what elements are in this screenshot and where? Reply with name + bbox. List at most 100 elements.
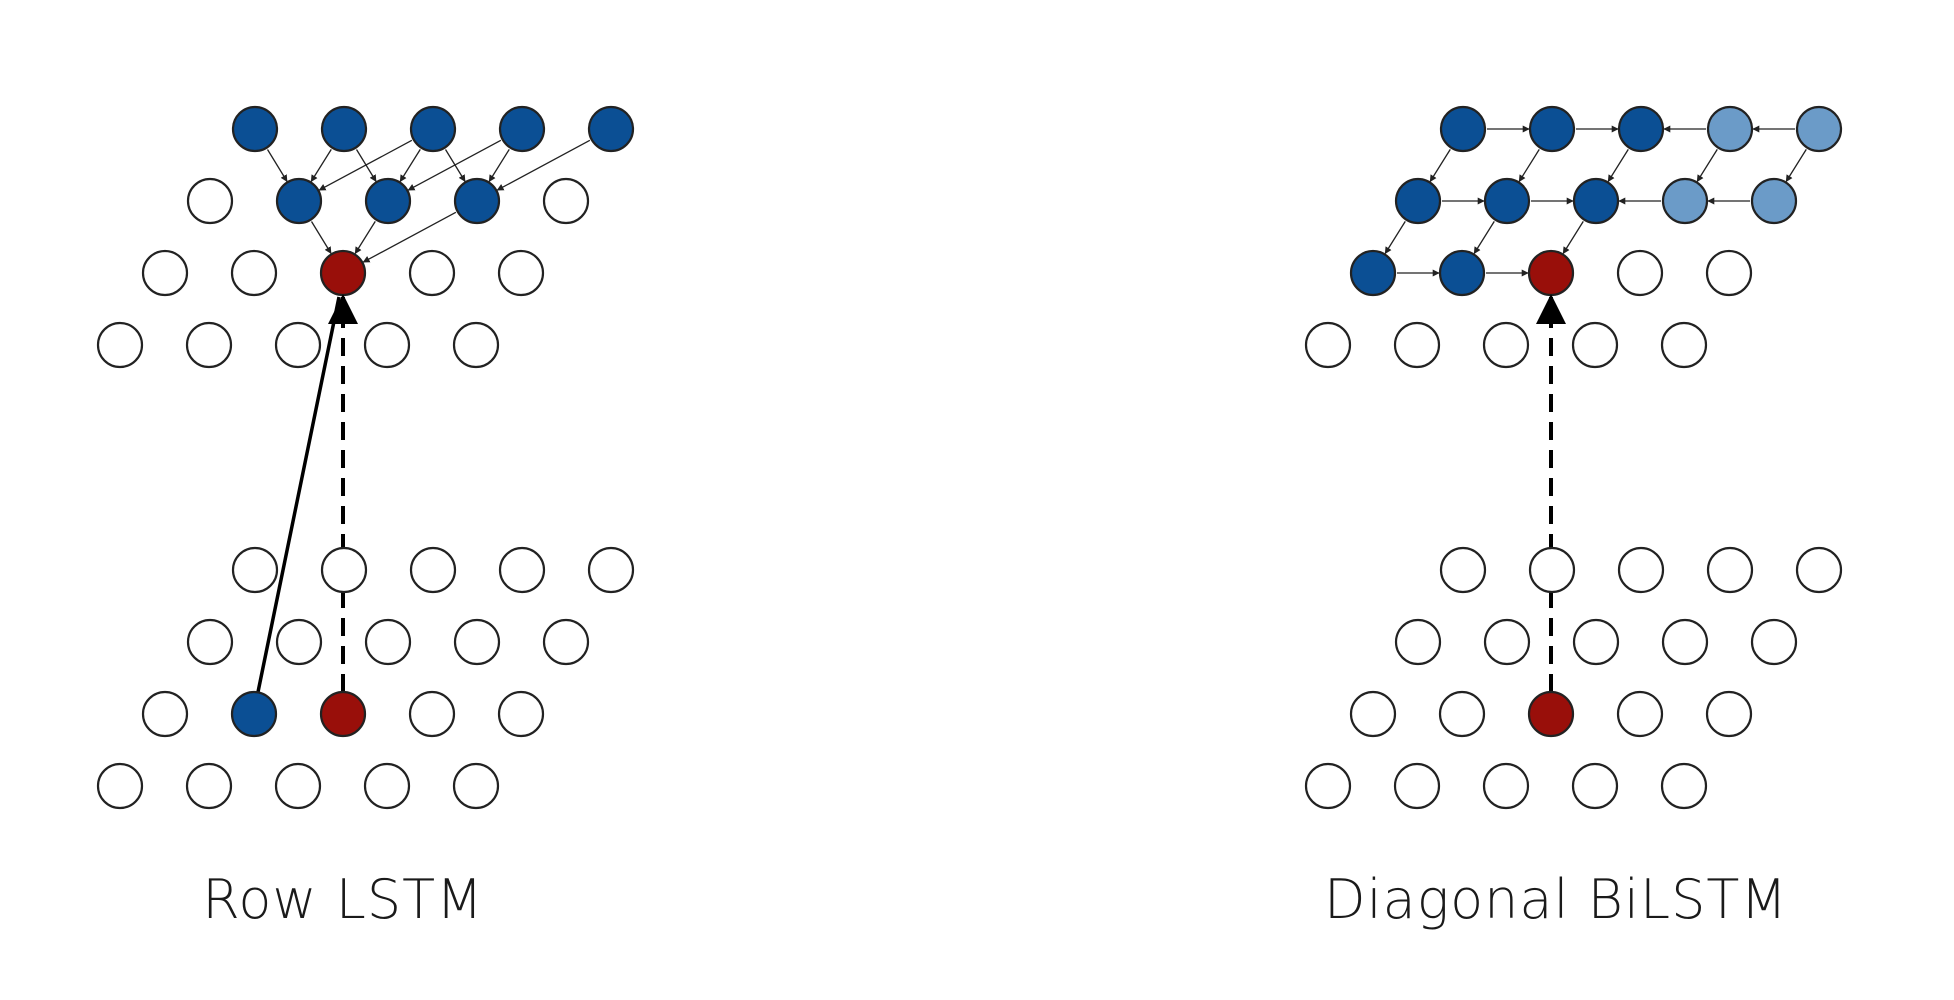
context-arrow bbox=[318, 139, 413, 191]
grid-node bbox=[274, 762, 322, 810]
grid-node bbox=[274, 321, 322, 369]
grid-node bbox=[453, 177, 501, 225]
context-arrow bbox=[354, 221, 376, 255]
grid-node bbox=[364, 177, 412, 225]
grid-node bbox=[1483, 177, 1531, 225]
grid-node bbox=[409, 105, 457, 153]
grid-node bbox=[1661, 177, 1709, 225]
grid-node bbox=[1617, 546, 1665, 594]
grid-node bbox=[1572, 177, 1620, 225]
grid-node bbox=[96, 321, 144, 369]
grid-node bbox=[498, 546, 546, 594]
current-pixel-node bbox=[1527, 249, 1575, 297]
grid-node bbox=[1705, 690, 1753, 738]
grid-node bbox=[452, 321, 500, 369]
grid-node bbox=[141, 690, 189, 738]
diagonal-bilstm-diagram bbox=[1304, 105, 1843, 810]
grid-node bbox=[1750, 618, 1798, 666]
grid-node bbox=[96, 762, 144, 810]
grid-node bbox=[1394, 177, 1442, 225]
row-lstm-caption: Row LSTM bbox=[202, 868, 484, 931]
grid-node bbox=[1572, 618, 1620, 666]
grid-node bbox=[1795, 105, 1843, 153]
context-arrow bbox=[310, 221, 332, 254]
grid-node bbox=[1706, 105, 1754, 153]
recurrence-arrow bbox=[1562, 221, 1584, 255]
grid-node bbox=[141, 249, 189, 297]
grid-node bbox=[1482, 321, 1530, 369]
grid-node bbox=[363, 762, 411, 810]
grid-node bbox=[1705, 249, 1753, 297]
grid-node bbox=[542, 618, 590, 666]
grid-node bbox=[231, 105, 279, 153]
grid-node bbox=[231, 546, 279, 594]
recurrence-arrow bbox=[1518, 149, 1540, 183]
grid-node bbox=[1795, 546, 1843, 594]
grid-node bbox=[497, 690, 545, 738]
grid-node bbox=[1571, 321, 1619, 369]
context-arrow bbox=[488, 149, 510, 183]
grid-node bbox=[1304, 762, 1352, 810]
grid-node bbox=[185, 762, 233, 810]
grid-node bbox=[1528, 546, 1576, 594]
grid-node bbox=[275, 177, 323, 225]
grid-node bbox=[452, 762, 500, 810]
grid-node bbox=[1393, 762, 1441, 810]
grid-node bbox=[1439, 105, 1487, 153]
grid-node bbox=[1616, 690, 1664, 738]
recurrence-arrow bbox=[1473, 221, 1495, 255]
grid-node bbox=[1304, 321, 1352, 369]
context-arrow bbox=[266, 149, 288, 182]
grid-node bbox=[587, 546, 635, 594]
recurrence-arrow bbox=[1607, 149, 1629, 183]
current-pixel-node bbox=[319, 249, 367, 297]
grid-node bbox=[186, 618, 234, 666]
grid-node bbox=[498, 105, 546, 153]
grid-node bbox=[1706, 546, 1754, 594]
grid-node bbox=[185, 321, 233, 369]
grid-node bbox=[1617, 105, 1665, 153]
grid-node bbox=[1750, 177, 1798, 225]
grid-node bbox=[1482, 762, 1530, 810]
grid-node bbox=[1394, 618, 1442, 666]
grid-node bbox=[1483, 618, 1531, 666]
recurrence-arrow bbox=[1384, 221, 1406, 255]
context-arrow bbox=[496, 139, 591, 191]
grid-node bbox=[1571, 762, 1619, 810]
grid-node bbox=[1661, 618, 1709, 666]
grid-node bbox=[230, 249, 278, 297]
grid-node bbox=[1349, 690, 1397, 738]
grid-node bbox=[542, 177, 590, 225]
grid-node bbox=[275, 618, 323, 666]
grid-node bbox=[320, 105, 368, 153]
recurrence-arrow bbox=[1785, 149, 1807, 183]
grid-node bbox=[1660, 321, 1708, 369]
grid-node bbox=[1528, 105, 1576, 153]
grid-node bbox=[186, 177, 234, 225]
recurrence-arrow bbox=[1696, 149, 1718, 183]
diagonal-bilstm-caption: Diagonal BiLSTM bbox=[1324, 868, 1788, 931]
grid-node bbox=[497, 249, 545, 297]
grid-node bbox=[409, 546, 457, 594]
grid-node bbox=[1616, 249, 1664, 297]
grid-node bbox=[453, 618, 501, 666]
grid-node bbox=[1438, 690, 1486, 738]
context-arrow bbox=[399, 149, 421, 183]
context-arrow bbox=[310, 149, 332, 183]
grid-node bbox=[230, 690, 278, 738]
grid-node bbox=[408, 249, 456, 297]
recurrence-arrow bbox=[1429, 149, 1451, 183]
row-lstm-diagram bbox=[96, 105, 635, 810]
grid-node bbox=[1349, 249, 1397, 297]
input-to-state-arrow bbox=[256, 296, 341, 693]
input-pixel-node bbox=[1527, 690, 1575, 738]
grid-node bbox=[1660, 762, 1708, 810]
grid-node bbox=[364, 618, 412, 666]
grid-node bbox=[320, 546, 368, 594]
input-pixel-node bbox=[319, 690, 367, 738]
grid-node bbox=[363, 321, 411, 369]
grid-node bbox=[1439, 546, 1487, 594]
context-arrow bbox=[362, 211, 457, 263]
grid-node bbox=[408, 690, 456, 738]
context-arrow bbox=[407, 139, 502, 191]
